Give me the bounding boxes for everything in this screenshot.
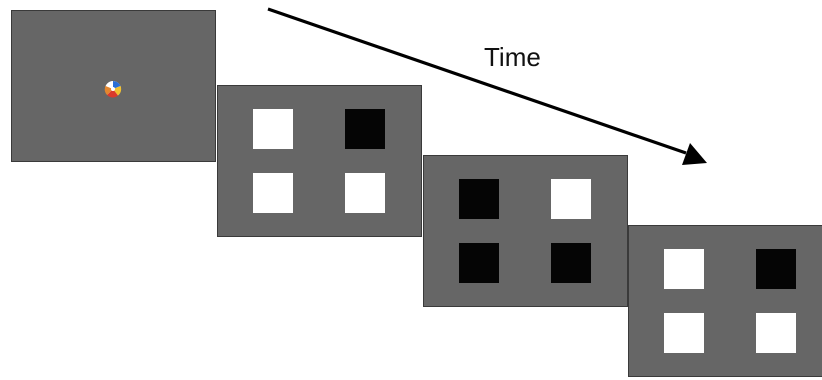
stimulus-frame-2 <box>423 155 628 307</box>
time-arrow-head <box>682 143 707 165</box>
stimulus-square <box>345 109 385 149</box>
stimulus-square <box>345 173 385 213</box>
stimulus-square <box>664 249 704 289</box>
stimulus-square <box>756 249 796 289</box>
stimulus-square <box>459 179 499 219</box>
time-label: Time <box>484 42 541 72</box>
stimulus-square <box>253 173 293 213</box>
stimulus-square <box>756 313 796 353</box>
stimulus-square <box>551 179 591 219</box>
stimulus-square <box>551 243 591 283</box>
stimulus-square <box>253 109 293 149</box>
stimulus-frame-3 <box>628 225 822 377</box>
time-arrow-shaft <box>267 7 687 155</box>
stimulus-square <box>459 243 499 283</box>
fixation-frame <box>11 10 216 162</box>
stimulus-frame-1 <box>217 85 422 237</box>
multicolor-ball-icon <box>104 80 122 98</box>
stimulus-square <box>664 313 704 353</box>
